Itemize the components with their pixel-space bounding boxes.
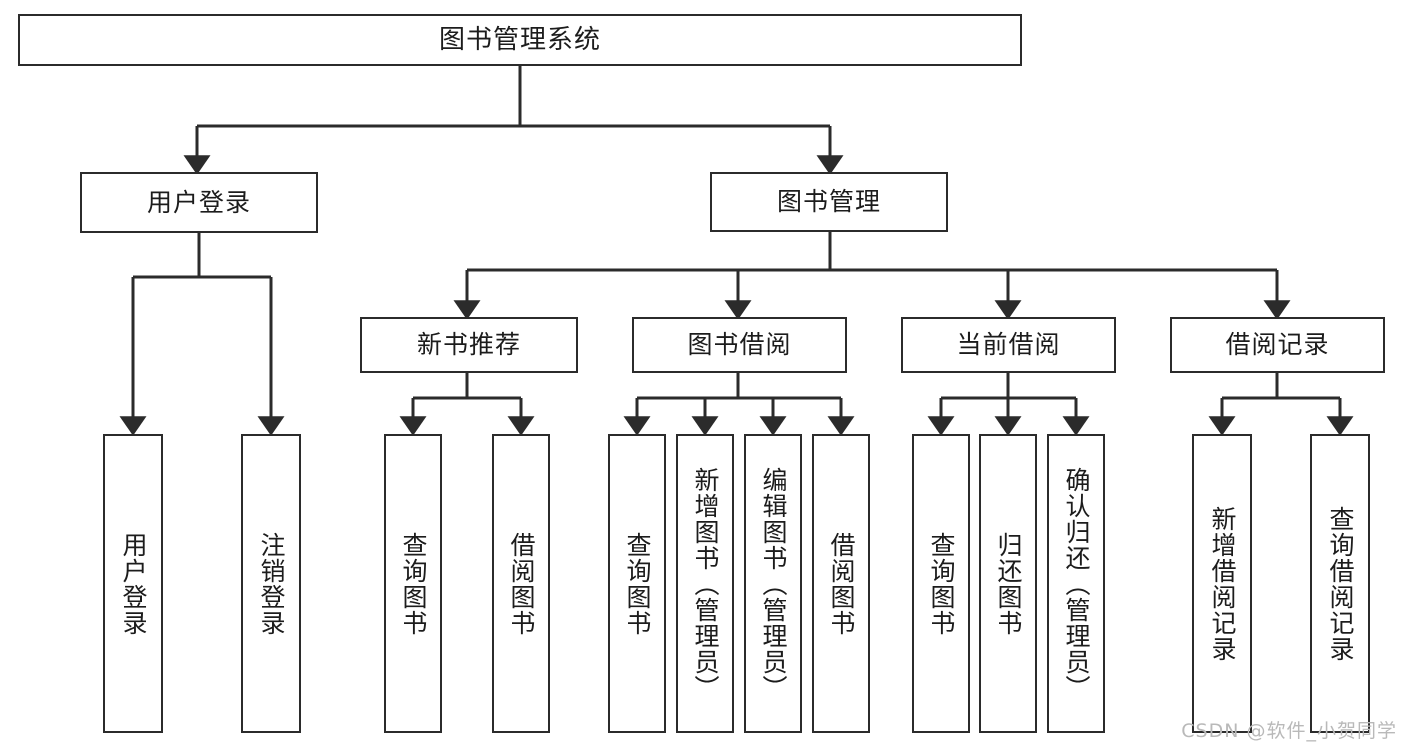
node-leaf-query-book-current[interactable]: 查询图书 [912,434,970,733]
node-current-borrow[interactable]: 当前借阅 [901,317,1116,373]
node-new-book-recommend[interactable]: 新书推荐 [360,317,578,373]
node-user-login-label: 用户登录 [146,187,251,217]
node-leaf-borrow-book-label: 借阅图书 [827,531,856,636]
node-new-book-recommend-label: 新书推荐 [416,330,521,360]
node-book-borrow[interactable]: 图书借阅 [632,317,847,373]
node-borrow-records-label: 借阅记录 [1225,330,1330,360]
node-book-management-label: 图书管理 [776,187,881,217]
node-root-label: 图书管理系统 [438,24,601,55]
node-leaf-user-login[interactable]: 用户登录 [103,434,163,733]
node-book-management[interactable]: 图书管理 [710,172,948,232]
node-leaf-query-book-borrow[interactable]: 查询图书 [608,434,666,733]
node-leaf-logout[interactable]: 注销登录 [241,434,301,733]
node-leaf-query-borrow-record-label: 查询借阅记录 [1326,505,1355,662]
node-leaf-add-book-admin-label: 新增图书（管理员） [691,466,720,701]
node-leaf-add-book-admin[interactable]: 新增图书（管理员） [676,434,734,733]
node-leaf-confirm-return-admin-label: 确认归还（管理员） [1062,466,1091,701]
node-leaf-add-borrow-record-label: 新增借阅记录 [1208,505,1237,662]
node-leaf-query-book-rec[interactable]: 查询图书 [384,434,442,733]
node-leaf-logout-label: 注销登录 [257,531,286,636]
node-leaf-borrow-book-rec[interactable]: 借阅图书 [492,434,550,733]
node-leaf-query-book-rec-label: 查询图书 [399,531,428,636]
node-borrow-records[interactable]: 借阅记录 [1170,317,1385,373]
node-leaf-edit-book-admin-label: 编辑图书（管理员） [759,466,788,701]
node-leaf-return-book-label: 归还图书 [994,531,1023,636]
node-leaf-borrow-book[interactable]: 借阅图书 [812,434,870,733]
node-leaf-query-book-borrow-label: 查询图书 [623,531,652,636]
node-book-borrow-label: 图书借阅 [687,330,792,360]
node-leaf-query-book-current-label: 查询图书 [927,531,956,636]
node-leaf-confirm-return-admin[interactable]: 确认归还（管理员） [1047,434,1105,733]
node-leaf-add-borrow-record[interactable]: 新增借阅记录 [1192,434,1252,733]
node-leaf-edit-book-admin[interactable]: 编辑图书（管理员） [744,434,802,733]
node-user-login[interactable]: 用户登录 [80,172,318,233]
node-leaf-query-borrow-record[interactable]: 查询借阅记录 [1310,434,1370,733]
node-leaf-borrow-book-rec-label: 借阅图书 [507,531,536,636]
node-leaf-user-login-label: 用户登录 [119,531,148,636]
node-leaf-return-book[interactable]: 归还图书 [979,434,1037,733]
node-current-borrow-label: 当前借阅 [956,330,1061,360]
node-root[interactable]: 图书管理系统 [18,14,1022,66]
